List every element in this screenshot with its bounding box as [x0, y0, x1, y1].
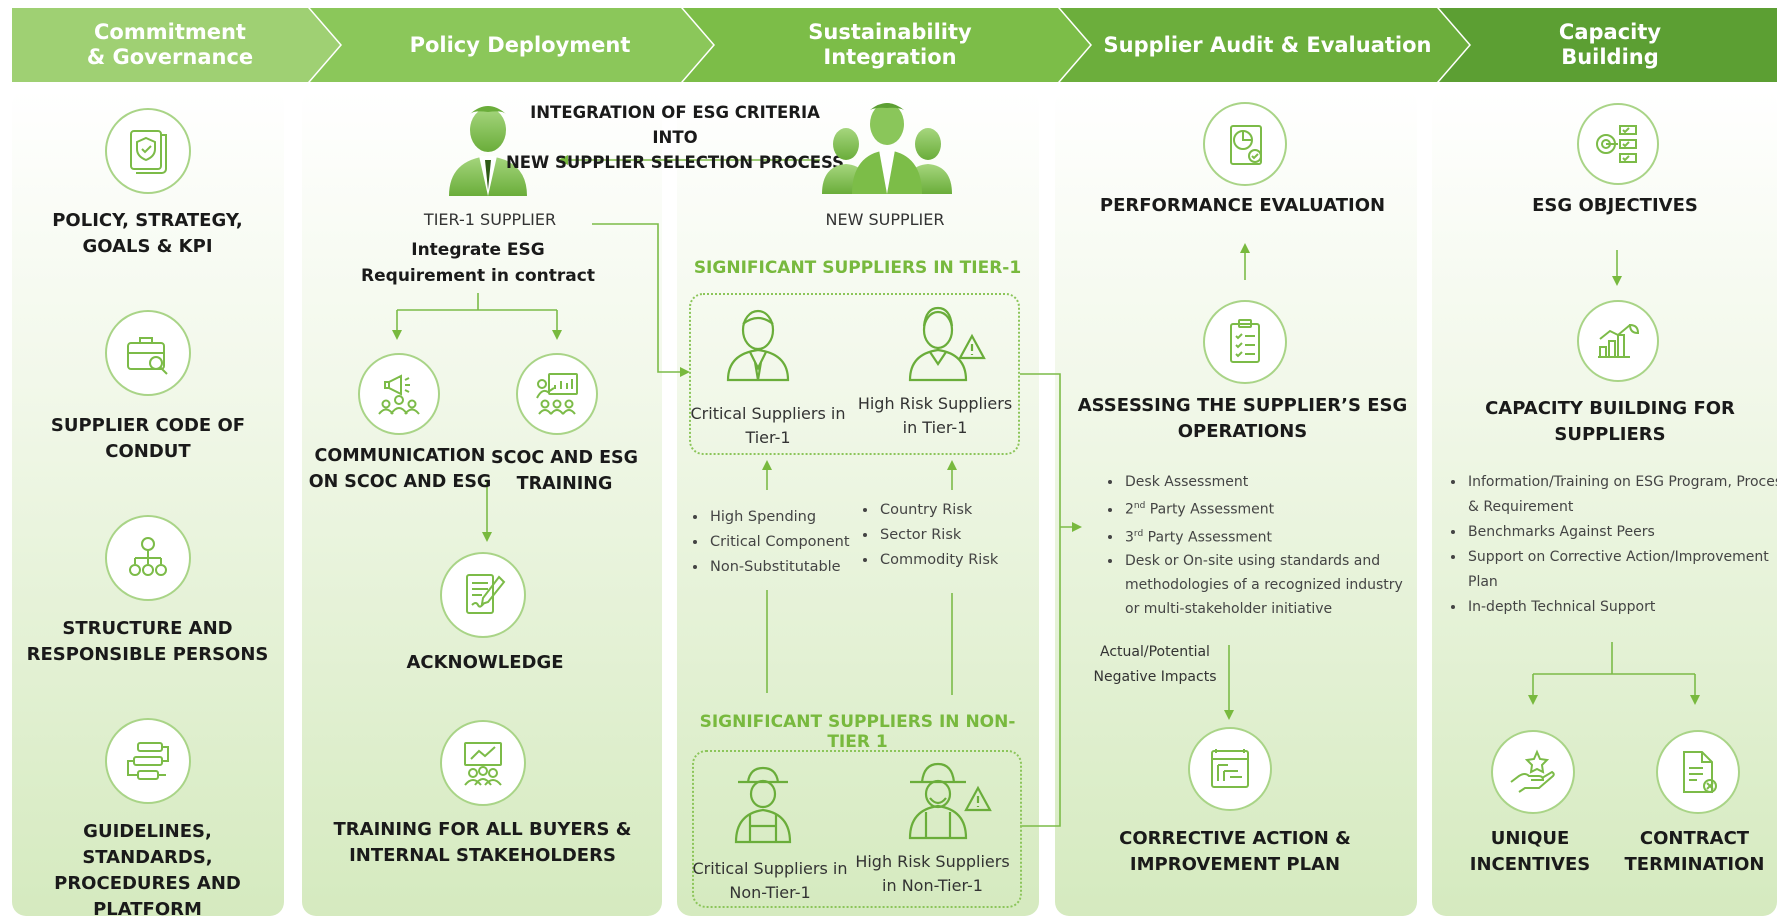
- list-item: Critical Component: [708, 530, 868, 555]
- supplier-code-label: SUPPLIER CODE OF CONDUT: [50, 415, 246, 462]
- group-training-icon: [440, 720, 526, 806]
- critical-nontier1-label: Critical Suppliers in Non-Tier-1: [692, 859, 848, 902]
- list-item: Commodity Risk: [878, 548, 1038, 573]
- supplier-person-icon: [722, 306, 794, 386]
- growth-chart-icon: [1577, 300, 1659, 382]
- structure-label: STRUCTURE AND RESPONSIBLE PERSONS: [26, 618, 269, 665]
- header-supplier-audit: Supplier Audit & Evaluation: [1103, 32, 1432, 57]
- list-item: 3rd Party Assessment: [1123, 522, 1413, 550]
- highrisk-tier1-label: High Risk Suppliers in Tier-1: [857, 394, 1013, 437]
- header-commitment: Commitment & Governance: [86, 20, 254, 69]
- header-sustainability: Sustainability Integration: [808, 20, 972, 69]
- training-all-label: TRAINING FOR ALL BUYERS & INTERNAL STAKE…: [333, 819, 632, 866]
- target-checklist-icon: [1577, 103, 1659, 185]
- header-capacity: Capacity Building: [1558, 20, 1662, 69]
- communication-label: COMMUNICATION ON SCOC AND ESG: [308, 446, 492, 492]
- scoc-training-label: SCOC AND ESG TRAINING: [491, 448, 638, 494]
- capacity-support-list: Information/Training on ESG Program, Pro…: [1448, 470, 1777, 620]
- tier1-suppliers-box: [689, 293, 1020, 455]
- businessman-icon: [445, 100, 531, 200]
- assessing-operations-label: ASSESSING THE SUPPLIER’S ESG OPERATIONS: [1077, 395, 1408, 442]
- integration-title: INTEGRATION OF ESG CRITERIA INTO NEW SUP…: [505, 103, 845, 172]
- highrisk-nontier1-label: High Risk Suppliers in Non-Tier-1: [855, 852, 1010, 895]
- nontier1-suppliers-box: [692, 750, 1022, 908]
- significant-tier1-title: SIGNIFICANT SUPPLIERS IN TIER-1: [693, 258, 1022, 278]
- negative-impacts-label: Actual/Potential Negative Impacts: [1093, 644, 1217, 685]
- tier1-risk-criteria-list: Country Risk Sector Risk Commodity Risk: [860, 498, 1038, 573]
- new-supplier-label: NEW SUPPLIER: [825, 210, 945, 229]
- gantt-plan-icon: [1188, 727, 1272, 811]
- capacity-building-label: CAPACITY BUILDING FOR SUPPLIERS: [1485, 398, 1735, 445]
- list-item: 2nd Party Assessment: [1123, 494, 1413, 522]
- new-supplier-group-icon: [822, 100, 952, 198]
- panel-sustainability: [677, 90, 1039, 916]
- list-item: Benchmarks Against Peers: [1466, 520, 1777, 545]
- performance-evaluation-label: PERFORMANCE EVALUATION: [1099, 195, 1386, 216]
- corrective-action-label: CORRECTIVE ACTION & IMPROVEMENT PLAN: [1119, 828, 1351, 875]
- sign-document-icon: [440, 552, 526, 638]
- guidelines-label: GUIDELINES, STANDARDS, PROCEDURES AND PL…: [54, 821, 241, 920]
- policy-strategy-label: POLICY, STRATEGY, GOALS & KPI: [52, 210, 243, 257]
- list-item: High Spending: [708, 505, 868, 530]
- list-item: Information/Training on ESG Program, Pro…: [1466, 470, 1777, 520]
- integrate-esg-label: Integrate ESG Requirement in contract: [361, 240, 595, 286]
- assessment-types-list: Desk Assessment 2nd Party Assessment 3rd…: [1105, 470, 1413, 621]
- list-item: Desk or On-site using standards and meth…: [1123, 549, 1413, 621]
- list-item: Desk Assessment: [1123, 470, 1413, 494]
- tier1-supplier-label: TIER-1 SUPPLIER: [423, 210, 557, 229]
- acknowledge-label: ACKNOWLEDGE: [406, 652, 564, 673]
- supplier-risk-icon: [908, 306, 992, 386]
- process-flow-icon: [105, 718, 191, 804]
- contract-cancel-icon: [1656, 730, 1740, 814]
- presentation-training-icon: [516, 353, 598, 435]
- list-item: In-depth Technical Support: [1466, 595, 1777, 620]
- farmer-risk-icon: [908, 760, 996, 844]
- critical-tier1-label: Critical Suppliers in Tier-1: [690, 404, 846, 447]
- briefcase-search-icon: [105, 310, 191, 396]
- list-item: Non-Substitutable: [708, 555, 868, 580]
- significant-nontier1-title: SIGNIFICANT SUPPLIERS IN NON-TIER 1: [699, 712, 1016, 752]
- unique-incentives-label: UNIQUE INCENTIVES: [1469, 828, 1591, 875]
- list-item: Sector Risk: [878, 523, 1038, 548]
- list-item: Support on Corrective Action/Improvement…: [1466, 545, 1777, 595]
- megaphone-group-icon: [358, 353, 440, 435]
- farmer-icon: [730, 764, 796, 848]
- list-item: Country Risk: [878, 498, 1038, 523]
- policy-document-icon: [105, 108, 191, 194]
- tier1-critical-criteria-list: High Spending Critical Component Non-Sub…: [690, 505, 868, 580]
- hand-star-icon: [1491, 730, 1575, 814]
- contract-termination-label: CONTRACT TERMINATION: [1624, 828, 1765, 875]
- chart-report-icon: [1203, 102, 1287, 186]
- esg-objectives-label: ESG OBJECTIVES: [1532, 195, 1698, 216]
- clipboard-checklist-icon: [1203, 300, 1287, 384]
- header-policy-deployment: Policy Deployment: [409, 32, 631, 57]
- org-structure-icon: [105, 515, 191, 601]
